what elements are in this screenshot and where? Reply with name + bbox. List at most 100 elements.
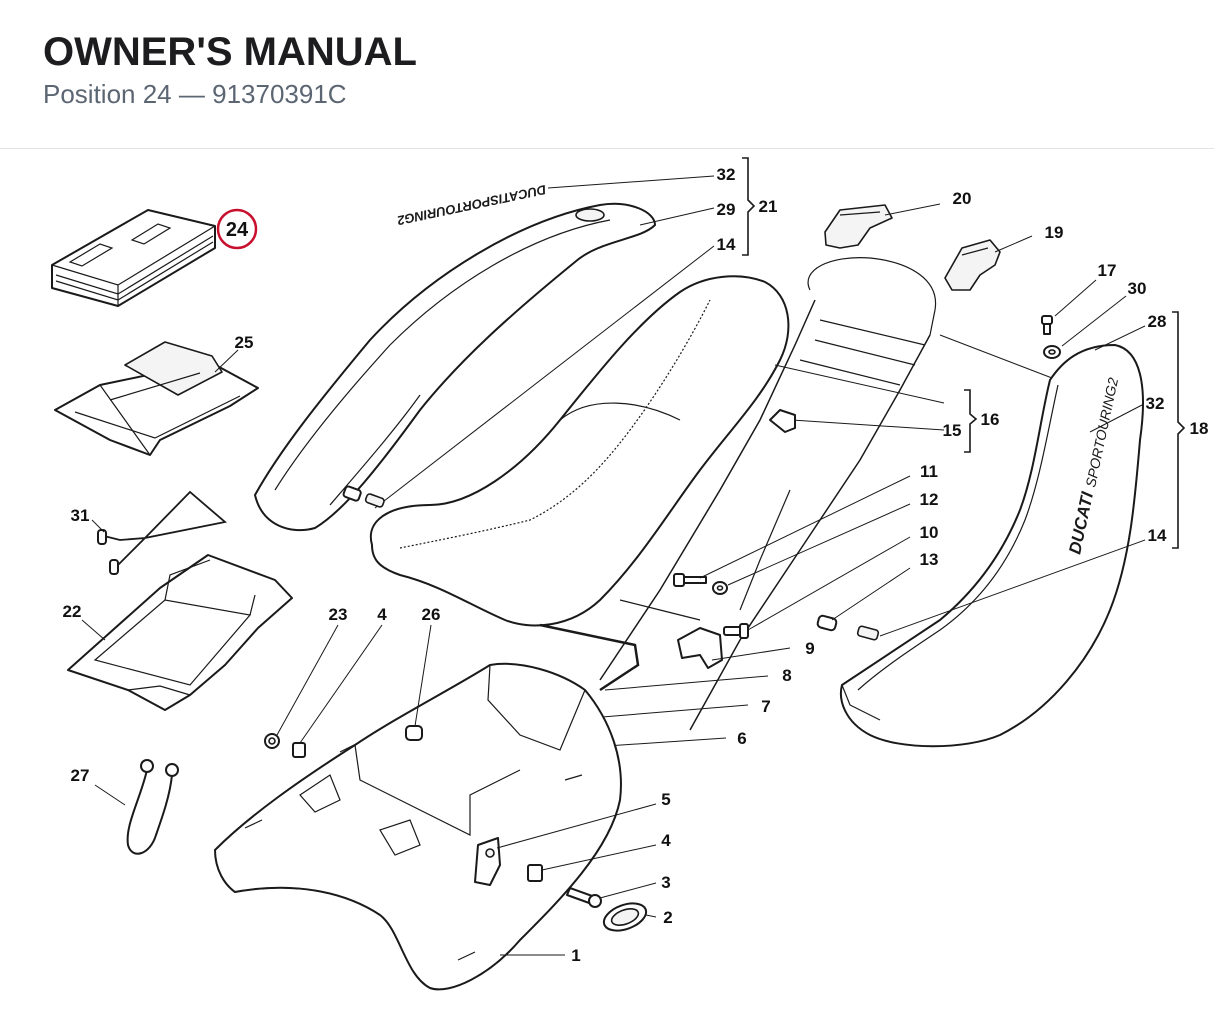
label-1: 1 [571, 946, 580, 965]
tool-wallet[interactable] [54, 341, 259, 456]
bracket-9[interactable] [677, 627, 723, 669]
leader-4-top [299, 624, 383, 744]
clip-4-bottom[interactable] [527, 864, 543, 882]
washer-30[interactable] [1043, 345, 1061, 359]
leader-15-a [774, 364, 945, 404]
screw-10[interactable] [723, 623, 749, 639]
cowl-spacers[interactable] [342, 485, 385, 508]
label-26: 26 [422, 605, 441, 624]
main-seat[interactable] [369, 275, 790, 627]
page-header: OWNER'S MANUAL Position 24 — 91370391C [0, 0, 1214, 149]
label-14-panel: 14 [1148, 526, 1167, 545]
leader-2 [645, 914, 657, 918]
bolt-11[interactable] [673, 573, 707, 587]
washer-12[interactable] [712, 581, 728, 595]
leader-15-b [791, 419, 945, 431]
screw-3[interactable] [566, 887, 602, 908]
leader-31 [91, 519, 105, 533]
label-6: 6 [737, 729, 746, 748]
brace-18 [1172, 311, 1186, 549]
label-5: 5 [661, 790, 670, 809]
bracket-5[interactable] [474, 837, 501, 886]
label-21: 21 [759, 197, 778, 216]
leader-28 [1094, 325, 1146, 351]
owners-manual-book[interactable] [51, 209, 216, 307]
seat-cowl-logo: DUCATISPORTOURING2 [395, 182, 547, 228]
seat-latch-15[interactable] [769, 409, 796, 433]
leader-14-panel [879, 539, 1146, 637]
label-20: 20 [953, 189, 972, 208]
leader-23 [276, 624, 339, 736]
leader-14-top [374, 245, 715, 509]
brace-16 [964, 389, 978, 453]
nut-23[interactable] [264, 733, 280, 749]
tool-tray[interactable] [67, 554, 293, 711]
rear-subframe [599, 257, 937, 731]
label-12: 12 [920, 490, 939, 509]
position-label: Position 24 [43, 79, 172, 109]
label-4-bottom: 4 [661, 831, 671, 850]
label-10: 10 [920, 523, 939, 542]
label-22: 22 [63, 602, 82, 621]
grab-handle-19[interactable] [944, 239, 1001, 291]
label-24: 24 [226, 219, 249, 241]
screw-17[interactable] [1041, 315, 1053, 335]
label-9: 9 [805, 639, 814, 658]
label-32-panel: 32 [1146, 394, 1165, 413]
label-29: 29 [717, 200, 736, 219]
leader-25 [214, 349, 239, 373]
leader-3 [599, 882, 657, 899]
leader-17 [1054, 279, 1097, 317]
part-number: 91370391C [212, 79, 347, 109]
label-13: 13 [920, 550, 939, 569]
spacer-13[interactable] [816, 614, 838, 632]
label-23: 23 [329, 605, 348, 624]
grab-handle-20[interactable] [824, 204, 893, 249]
label-15: 15 [943, 421, 962, 440]
label-2: 2 [663, 908, 672, 927]
label-30: 30 [1128, 279, 1147, 298]
clip-4-top[interactable] [292, 742, 306, 758]
label-18: 18 [1190, 419, 1209, 438]
seat-cowl-29[interactable] [254, 202, 656, 532]
leader-26 [414, 624, 432, 727]
highlight-circle [216, 208, 258, 250]
label-25: 25 [235, 333, 254, 352]
leader-10 [747, 536, 911, 631]
cap-26[interactable] [405, 725, 423, 741]
label-28: 28 [1148, 312, 1167, 331]
page-title: OWNER'S MANUAL [43, 30, 417, 74]
label-7: 7 [761, 697, 770, 716]
side-panel-28[interactable] [840, 344, 1144, 748]
label-16: 16 [981, 410, 1000, 429]
leader-20 [884, 203, 941, 216]
page-subtitle: Position 24 — 91370391C [43, 79, 347, 110]
leader-11 [699, 475, 911, 579]
brace-21 [742, 157, 756, 256]
leader-12 [727, 503, 911, 586]
leader-27 [94, 784, 126, 806]
grommet-2[interactable] [600, 898, 650, 936]
leader-30 [1061, 295, 1127, 347]
ground-cable[interactable] [126, 759, 179, 855]
label-19: 19 [1045, 223, 1064, 242]
leader-4-bottom [541, 844, 657, 871]
label-3: 3 [661, 873, 670, 892]
leader-8 [604, 675, 769, 691]
undertray-1[interactable] [214, 662, 622, 991]
leader-29 [639, 207, 715, 226]
exploded-parts-diagram: 24 25 31 22 27 DUCATISPORTOU [51, 157, 1209, 991]
rod-8[interactable] [539, 623, 640, 692]
subtitle-separator: — [178, 79, 205, 109]
leader-connect-panel [939, 334, 1053, 379]
label-14-top: 14 [717, 235, 736, 254]
label-32-top: 32 [717, 165, 736, 184]
label-4-top: 4 [377, 605, 387, 624]
bushing-14[interactable] [856, 625, 880, 641]
label-11: 11 [920, 462, 938, 481]
leader-5 [496, 803, 657, 849]
label-31: 31 [71, 506, 90, 525]
leader-13 [831, 567, 911, 621]
label-27: 27 [71, 766, 90, 785]
elastic-strap[interactable] [97, 490, 227, 575]
